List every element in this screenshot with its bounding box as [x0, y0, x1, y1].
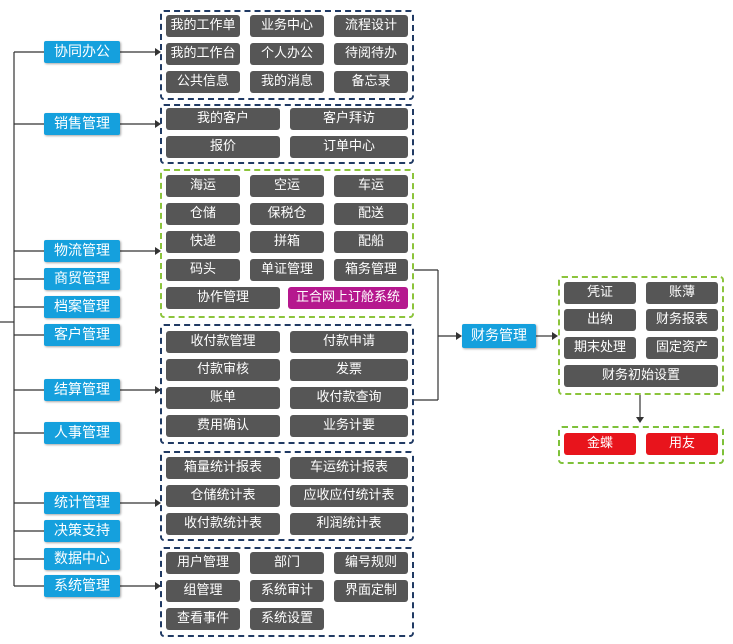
logistics-item[interactable]: 仓储: [166, 203, 240, 225]
finance-item[interactable]: 财务初始设置: [564, 365, 718, 387]
system-item[interactable]: 系统设置: [250, 608, 324, 630]
system-item[interactable]: 界面定制: [334, 580, 408, 602]
statistics-item[interactable]: 箱量统计报表: [166, 457, 280, 479]
module-sales[interactable]: 销售管理: [44, 113, 120, 135]
group-sales: [160, 104, 414, 164]
settlement-item[interactable]: 付款申请: [290, 331, 408, 353]
group-system: [160, 547, 414, 637]
sales-item[interactable]: 客户拜访: [290, 108, 408, 130]
settlement-item[interactable]: 收付款管理: [166, 331, 280, 353]
office-item[interactable]: 我的工作台: [166, 43, 240, 65]
logistics-item[interactable]: 配送: [334, 203, 408, 225]
finance-management-node[interactable]: 财务管理: [462, 324, 536, 348]
logistics-item[interactable]: 单证管理: [250, 259, 324, 281]
module-archives[interactable]: 档案管理: [44, 296, 120, 318]
finance-item[interactable]: 期末处理: [564, 337, 636, 359]
settlement-item[interactable]: 费用确认: [166, 415, 280, 437]
office-item[interactable]: 公共信息: [166, 71, 240, 93]
vendor-kingdee-button[interactable]: 金蝶: [564, 433, 636, 455]
module-statistics[interactable]: 统计管理: [44, 492, 120, 514]
module-hr[interactable]: 人事管理: [44, 422, 120, 444]
logistics-item[interactable]: 车运: [334, 175, 408, 197]
module-system[interactable]: 系统管理: [44, 575, 120, 597]
settlement-item[interactable]: 发票: [290, 359, 408, 381]
module-data-center[interactable]: 数据中心: [44, 548, 120, 570]
office-item[interactable]: 个人办公: [250, 43, 324, 65]
office-item[interactable]: 我的工作单: [166, 15, 240, 37]
group-statistics: [160, 451, 414, 541]
group-settlement: [160, 324, 414, 444]
logistics-item[interactable]: 配船: [334, 231, 408, 253]
sales-item[interactable]: 订单中心: [290, 136, 408, 158]
logistics-item[interactable]: 快递: [166, 231, 240, 253]
module-settlement[interactable]: 结算管理: [44, 379, 120, 401]
system-item[interactable]: 查看事件: [166, 608, 240, 630]
logistics-item[interactable]: 空运: [250, 175, 324, 197]
module-customer[interactable]: 客户管理: [44, 324, 120, 346]
statistics-item[interactable]: 收付款统计表: [166, 513, 280, 535]
logistics-item[interactable]: 海运: [166, 175, 240, 197]
online-booking-system-button[interactable]: 正合网上订舱系统: [288, 287, 408, 309]
office-item[interactable]: 业务中心: [250, 15, 324, 37]
system-item[interactable]: 部门: [250, 552, 324, 574]
finance-item[interactable]: 财务报表: [646, 309, 718, 331]
statistics-item[interactable]: 利润统计表: [290, 513, 408, 535]
office-item[interactable]: 流程设计: [334, 15, 408, 37]
logistics-item[interactable]: 拼箱: [250, 231, 324, 253]
office-item[interactable]: 备忘录: [334, 71, 408, 93]
finance-item[interactable]: 账薄: [646, 282, 718, 304]
logistics-item[interactable]: 保税仓: [250, 203, 324, 225]
statistics-item[interactable]: 仓储统计表: [166, 485, 280, 507]
settlement-item[interactable]: 账单: [166, 387, 280, 409]
group-finance: [558, 276, 724, 395]
system-item[interactable]: 系统审计: [250, 580, 324, 602]
logistics-item[interactable]: 箱务管理: [334, 259, 408, 281]
group-logistics: [160, 169, 414, 318]
statistics-item[interactable]: 应收应付统计表: [290, 485, 408, 507]
finance-item[interactable]: 凭证: [564, 282, 636, 304]
system-item[interactable]: 编号规则: [334, 552, 408, 574]
office-item[interactable]: 我的消息: [250, 71, 324, 93]
logistics-item[interactable]: 码头: [166, 259, 240, 281]
statistics-item[interactable]: 车运统计报表: [290, 457, 408, 479]
group-office: [160, 10, 414, 100]
settlement-item[interactable]: 收付款查询: [290, 387, 408, 409]
module-trade[interactable]: 商贸管理: [44, 268, 120, 290]
vendor-yonyou-button[interactable]: 用友: [646, 433, 718, 455]
module-decision-support[interactable]: 决策支持: [44, 520, 120, 542]
finance-item[interactable]: 固定资产: [646, 337, 718, 359]
module-collab-office[interactable]: 协同办公: [44, 41, 120, 63]
group-vendors: [558, 426, 724, 464]
system-item[interactable]: 用户管理: [166, 552, 240, 574]
sales-item[interactable]: 报价: [166, 136, 280, 158]
finance-item[interactable]: 出纳: [564, 309, 636, 331]
office-item[interactable]: 待阅待办: [334, 43, 408, 65]
system-item[interactable]: 组管理: [166, 580, 240, 602]
module-logistics[interactable]: 物流管理: [44, 240, 120, 262]
settlement-item[interactable]: 付款审核: [166, 359, 280, 381]
settlement-item[interactable]: 业务计要: [290, 415, 408, 437]
sales-item[interactable]: 我的客户: [166, 108, 280, 130]
logistics-item[interactable]: 协作管理: [166, 287, 280, 309]
